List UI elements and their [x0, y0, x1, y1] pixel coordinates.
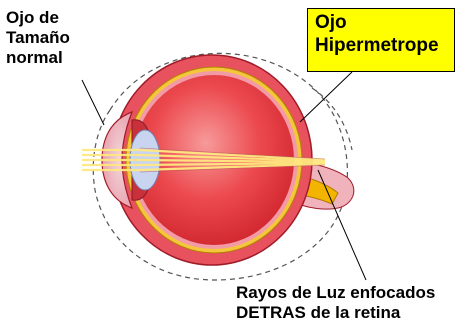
normal-eye-outline-rear [312, 88, 352, 150]
label-hyperopic-eye: Ojo Hipermetrope [315, 11, 439, 57]
label-rays: Rayos de Luz enfocados DETRAS de la reti… [236, 283, 435, 323]
hyperopic-callout-box: Ojo Hipermetrope [307, 8, 455, 72]
pointer-hyperopic [300, 72, 352, 122]
pointer-normal [82, 80, 104, 125]
label-normal-eye: Ojo de Tamaño normal [6, 8, 70, 68]
